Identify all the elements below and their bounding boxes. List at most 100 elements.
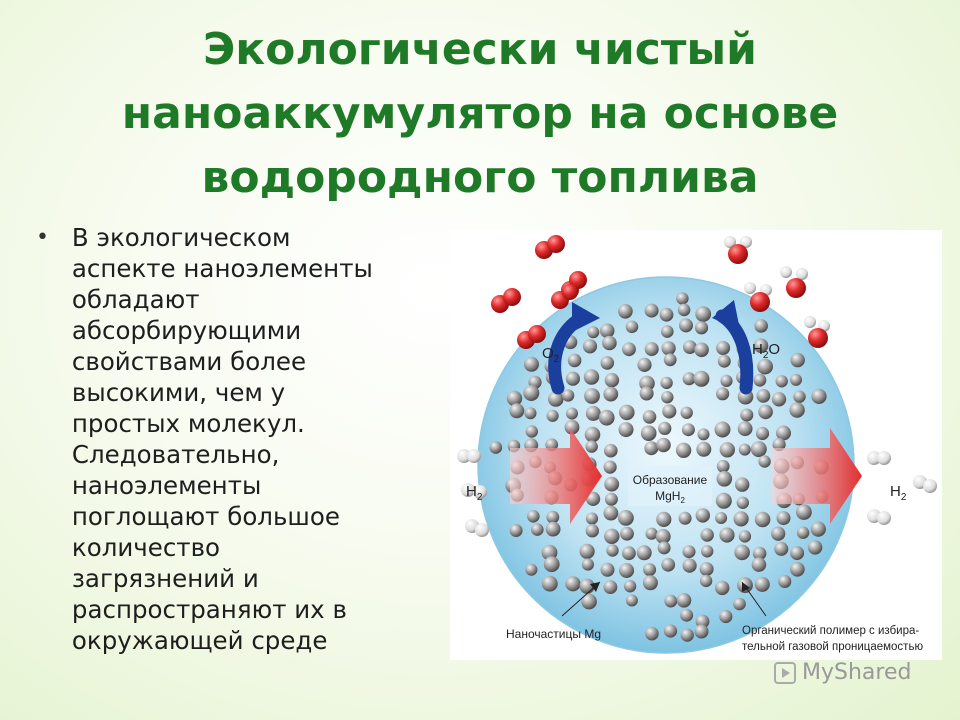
- mg-nanoparticle: [775, 375, 788, 388]
- mg-nanoparticle: [606, 544, 619, 557]
- mg-nanoparticle: [659, 307, 674, 322]
- mg-nanoparticle: [790, 562, 805, 577]
- mg-nanoparticle: [524, 407, 537, 420]
- h2o-label: H2O: [752, 341, 780, 361]
- mg-nanoparticle: [657, 541, 671, 555]
- mg-nanoparticle: [754, 511, 771, 528]
- mg-nanoparticle: [625, 594, 638, 607]
- mg-nanoparticle: [543, 556, 560, 573]
- mg-nanoparticle: [661, 391, 674, 404]
- mg-nanoparticle: [636, 545, 652, 561]
- oxygen-molecules: [491, 235, 587, 349]
- mg-nanoparticle: [700, 528, 714, 542]
- mg-nanoparticle: [581, 593, 597, 610]
- mg-nanoparticle: [717, 354, 731, 368]
- mg-nanoparticle: [645, 527, 658, 540]
- mg-nanoparticle: [604, 476, 620, 492]
- body-line: наноэлементы: [71, 471, 262, 500]
- mg-nanoparticle: [548, 391, 564, 407]
- body-line: аспекте наноэлементы: [71, 254, 373, 283]
- mg-pointer-head: [590, 582, 600, 592]
- mg-nanoparticle: [545, 521, 561, 537]
- mg-nanoparticle: [694, 624, 709, 639]
- mg-nanoparticle: [755, 426, 770, 441]
- mg-nanoparticle: [603, 505, 619, 521]
- caption-polymer-line-2: тельной газовой проницаемостью: [742, 641, 923, 653]
- body-line: распространяют их в: [71, 595, 347, 624]
- mg-nanoparticle: [618, 422, 634, 438]
- mg-nanoparticle: [796, 526, 810, 539]
- mg-nanoparticle: [790, 352, 805, 368]
- mg-nanoparticle: [584, 388, 600, 404]
- title-line-3: водородного топлива: [201, 152, 759, 203]
- mg-nanoparticle: [680, 608, 694, 622]
- mg-nanoparticle: [562, 389, 575, 402]
- mg-nanoparticle: [618, 304, 633, 319]
- mg-nanoparticle: [737, 421, 753, 437]
- mg-nanoparticle: [618, 510, 634, 526]
- mg-nanoparticle: [778, 575, 792, 588]
- mg-nanoparticle: [676, 292, 689, 305]
- mg-nanoparticle: [566, 407, 578, 420]
- mg-nanoparticle: [697, 428, 710, 441]
- mg-nanoparticle: [604, 373, 620, 388]
- mg-nanoparticle: [716, 471, 733, 487]
- slide-title: Экологически чистый наноаккумулятор на о…: [60, 18, 900, 210]
- mg-nanoparticle: [664, 594, 678, 608]
- mg-nanoparticle: [772, 437, 786, 452]
- mg-nanoparticle: [752, 546, 767, 561]
- body-line: простых молекул.: [71, 409, 305, 438]
- mg-nanoparticle: [663, 353, 677, 367]
- mg-nanoparticle: [753, 338, 769, 353]
- mg-nanoparticle: [682, 558, 697, 573]
- mg-nanoparticle: [600, 356, 615, 370]
- mg-nanoparticle: [734, 544, 750, 561]
- mg-nanoparticle: [598, 409, 615, 426]
- mg-nanoparticle: [757, 358, 773, 375]
- mg-nanoparticle: [619, 563, 635, 578]
- h2o-arrowhead: [712, 300, 740, 330]
- mg-nanoparticle: [509, 524, 523, 537]
- mg-nanoparticle: [679, 318, 693, 333]
- mg-nanoparticle: [625, 320, 639, 334]
- body-line: В экологическом: [71, 223, 291, 252]
- mg-nanoparticle: [637, 357, 652, 372]
- mg-nanoparticle: [639, 386, 654, 401]
- mg-nanoparticle: [695, 306, 712, 322]
- mg-nanoparticle: [810, 521, 826, 537]
- mg-nanoparticle: [680, 628, 694, 642]
- mg-nanoparticle: [716, 459, 730, 473]
- body-line: окружающей среде: [71, 626, 328, 655]
- h2-left-label: H2: [466, 483, 483, 503]
- o2-arrowhead: [572, 302, 600, 332]
- mg-nanoparticle: [623, 580, 637, 593]
- mg-nanoparticle: [620, 526, 634, 541]
- mg-nanoparticle: [699, 574, 713, 588]
- mg-nanoparticle: [658, 421, 672, 435]
- mg-nanoparticle: [793, 390, 806, 403]
- mg-nanoparticle: [604, 492, 618, 506]
- mg-nanoparticle: [776, 511, 791, 526]
- mg-nanoparticle: [583, 369, 600, 385]
- mg-nanoparticle: [622, 546, 636, 561]
- mg-nanoparticle: [661, 341, 676, 356]
- body-line: Следовательно,: [71, 440, 280, 469]
- mg-nanoparticle: [677, 303, 691, 317]
- mg-nanoparticle: [656, 437, 671, 453]
- mg-nanoparticle: [546, 409, 559, 422]
- hydrogen-molecules-right: [867, 451, 937, 525]
- mg-nanoparticle: [701, 545, 714, 558]
- mg-nanoparticle: [579, 543, 595, 559]
- center-label-backdrop: [628, 466, 712, 506]
- mg-nanoparticle: [675, 442, 692, 458]
- mg-nanoparticle: [789, 402, 805, 418]
- mg-nanoparticle: [642, 575, 658, 591]
- mg-nanoparticle: [776, 425, 791, 441]
- mg-nanoparticle: [790, 373, 802, 386]
- nano-battery-diagram: O2 H2O H2 H2 Образование MgH2 Наночастиц…: [450, 230, 942, 660]
- mg-nanoparticle: [489, 441, 503, 454]
- mg-nanoparticle: [661, 325, 674, 338]
- mg-nanoparticle: [643, 563, 657, 577]
- mg-nanoparticle: [715, 580, 730, 596]
- mg-nanoparticle: [585, 524, 599, 538]
